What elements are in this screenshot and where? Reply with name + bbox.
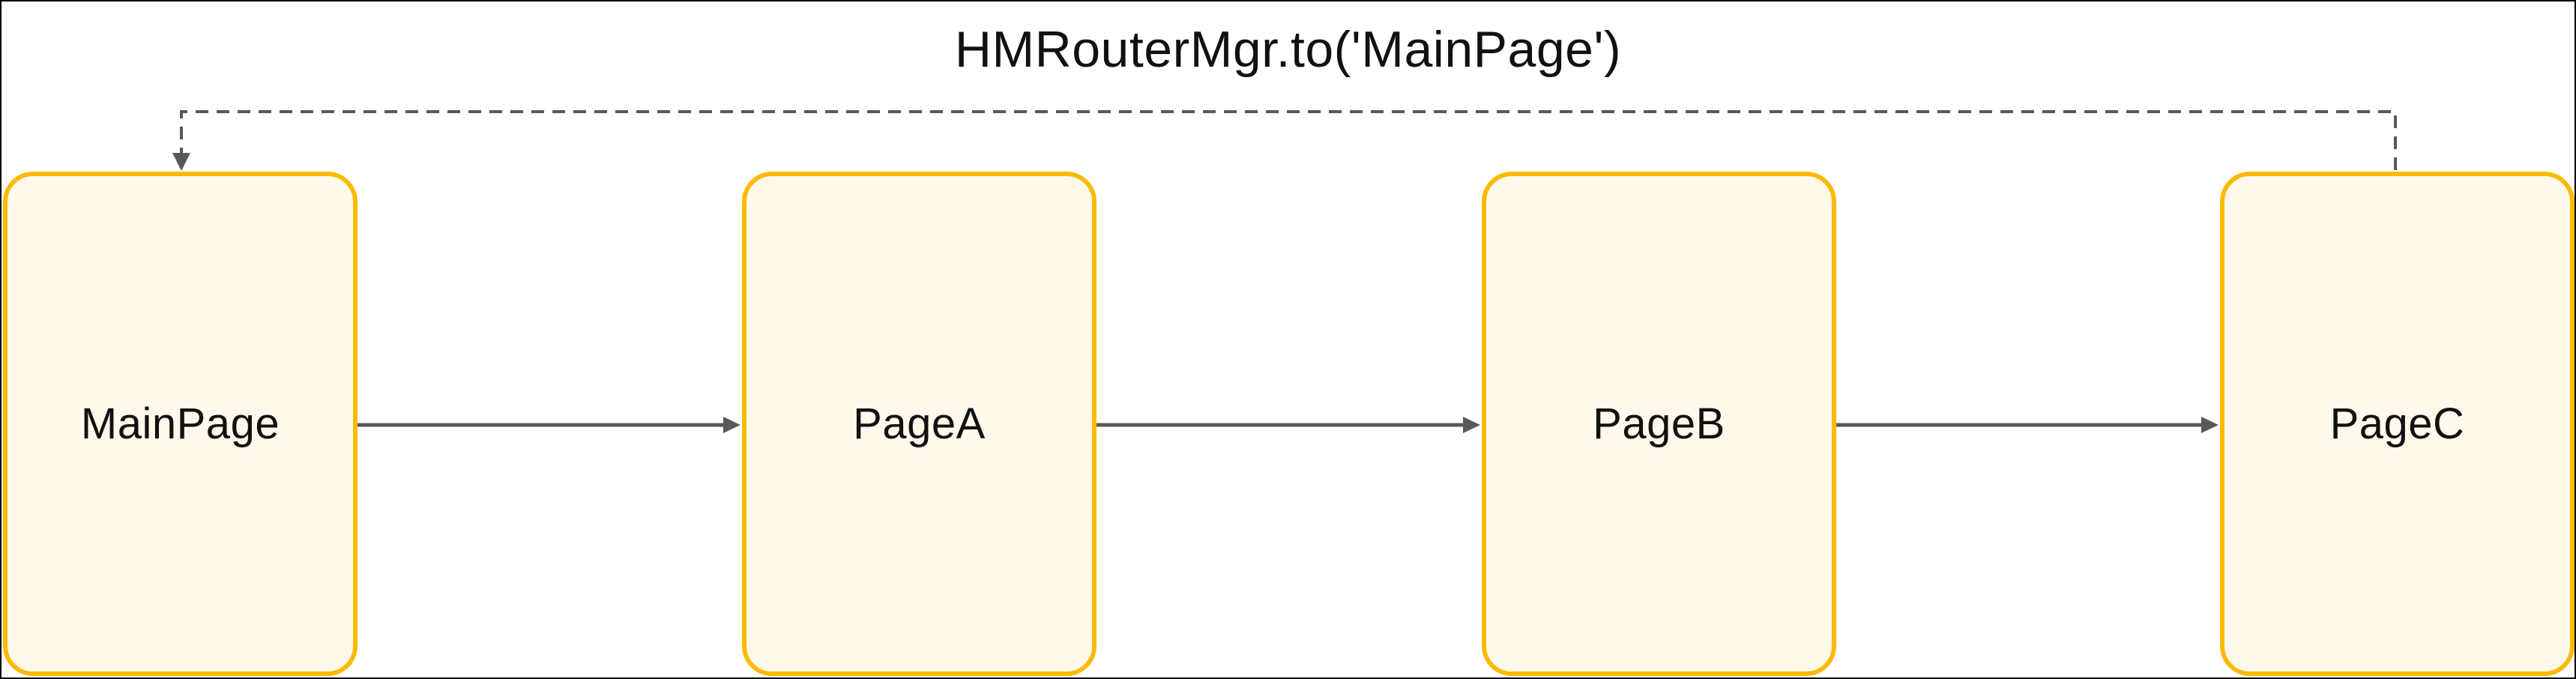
- dashed-return-edge: [180, 110, 2397, 170]
- node-pageb: PageB: [1482, 172, 1836, 676]
- node-pagec: PageC: [2220, 172, 2575, 676]
- node-mainpage: MainPage: [3, 172, 358, 676]
- arrowhead-icon: [2201, 417, 2218, 433]
- node-pagea: PageA: [742, 172, 1097, 676]
- node-pageb-label: PageB: [1593, 399, 1725, 448]
- node-mainpage-label: MainPage: [80, 399, 280, 448]
- arrowhead-icon: [1463, 417, 1480, 433]
- edge-mainpage-to-pagea: [356, 417, 740, 433]
- node-pagec-label: PageC: [2329, 399, 2465, 448]
- edge-pagea-to-pageb: [1095, 417, 1480, 433]
- back-edge-label: HMRouterMgr.to('MainPage'): [954, 21, 1622, 78]
- dashed-return-arrowhead-icon: [172, 153, 190, 171]
- node-pagea-label: PageA: [853, 399, 986, 448]
- arrowhead-icon: [723, 417, 740, 433]
- edge-pageb-to-pagec: [1835, 417, 2218, 433]
